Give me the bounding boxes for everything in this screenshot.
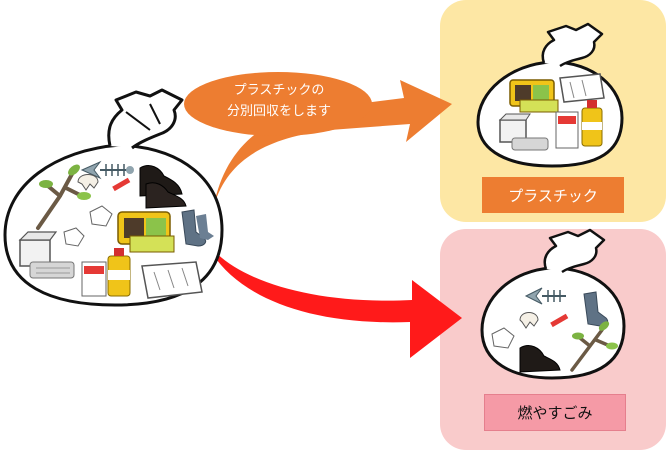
sock-icon	[181, 209, 214, 247]
egg-carton-icon	[559, 73, 605, 103]
plastic-garbage-bag	[476, 22, 624, 168]
burnable-garbage-bag	[480, 228, 626, 380]
plastic-box-icon	[18, 231, 58, 267]
mixed-garbage-bag	[3, 88, 224, 307]
eggshell-icon	[77, 174, 99, 191]
egg-carton-icon	[141, 261, 203, 299]
branch-icon	[36, 164, 91, 230]
burnable-label: 燃やすごみ	[484, 394, 626, 431]
tray-icon	[511, 137, 549, 151]
shoes-icon	[139, 165, 187, 209]
bento-container-icon	[509, 79, 559, 113]
oil-bottle-icon	[555, 100, 603, 149]
bento-container-icon	[117, 211, 175, 253]
eggshell-icon	[519, 312, 539, 329]
bag-knot-icon	[543, 228, 606, 274]
tissue-icon	[491, 327, 515, 349]
bag-knot-icon	[107, 88, 184, 150]
bag-knot-icon	[541, 22, 604, 68]
bubble-line-2: 分別回収をします	[226, 104, 331, 119]
orange-arrow	[214, 80, 452, 205]
red-arrow	[205, 240, 462, 358]
speech-bubble	[184, 72, 372, 136]
oil-bottle-icon	[81, 248, 131, 297]
toothbrush-icon	[550, 313, 569, 328]
branch-icon	[570, 321, 618, 372]
fish-bone-icon	[524, 287, 566, 305]
bubble-line-1: プラスチックの	[233, 83, 325, 98]
bubble-text: プラスチックの 分別回収をします	[186, 80, 372, 122]
shoes-icon	[519, 345, 561, 373]
tray-icon	[29, 261, 75, 279]
toothbrush-icon	[112, 177, 131, 192]
tissue-icon	[63, 205, 113, 247]
plastic-label: プラスチック	[482, 177, 624, 213]
